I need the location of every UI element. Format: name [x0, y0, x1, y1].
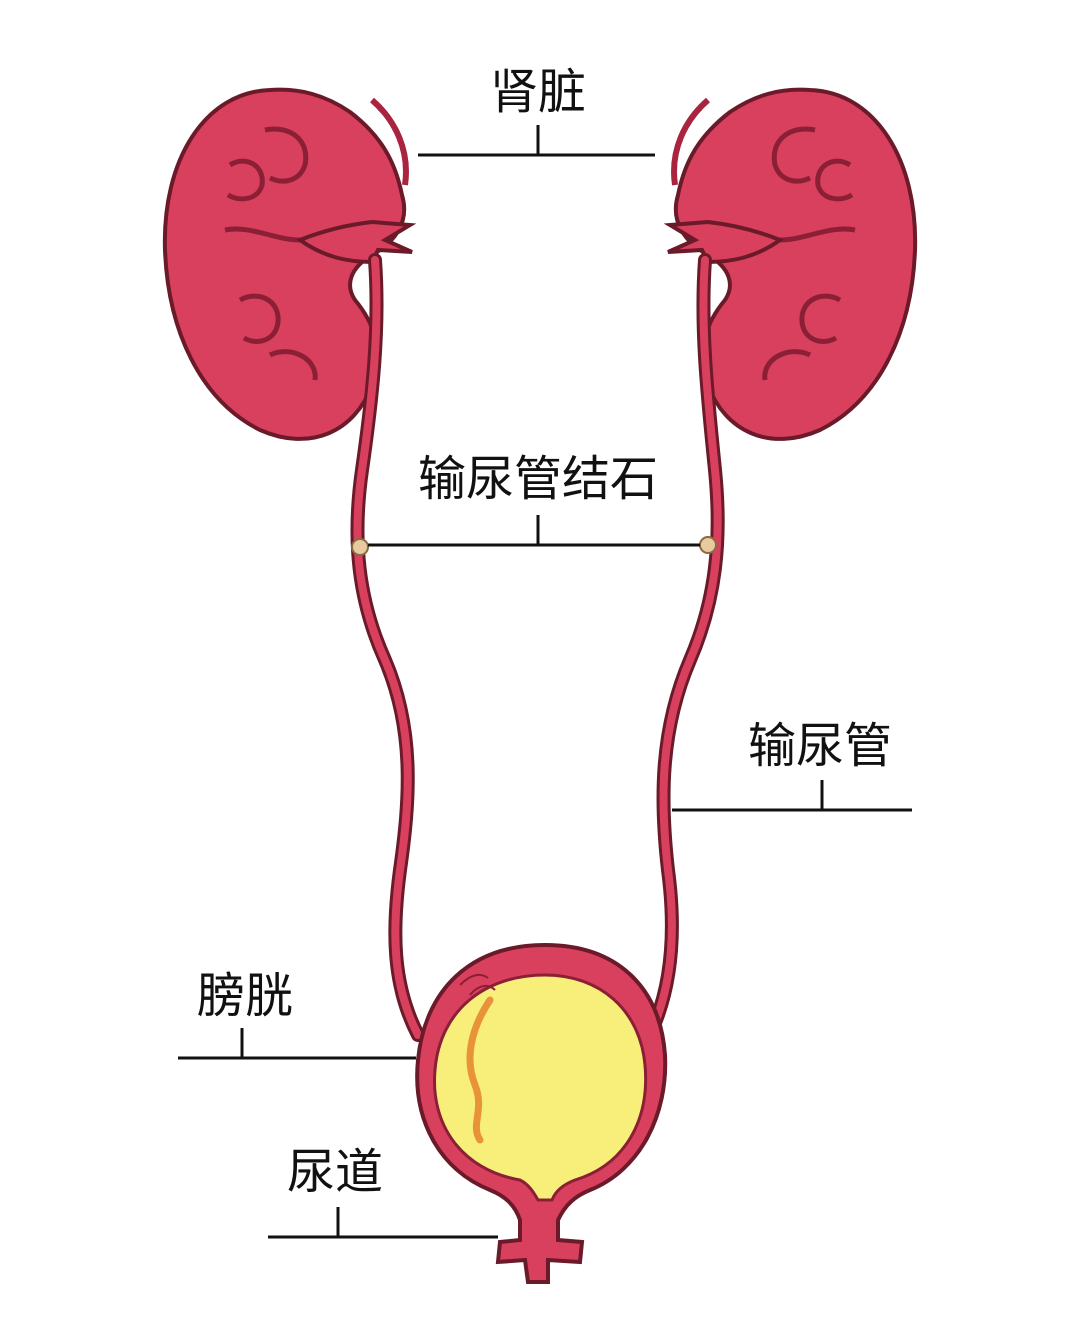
- left-kidney-calyx-2: [226, 158, 265, 202]
- kidney-leader: [418, 125, 655, 157]
- left-kidney-highlight: [370, 97, 409, 186]
- left-kidney-calyx-5: [268, 349, 318, 381]
- right-kidney-highlight: [671, 97, 710, 186]
- right-ureter-fill: [648, 256, 722, 1034]
- urethra-label: 尿道: [287, 1144, 383, 1200]
- bladder-leader: [178, 1028, 416, 1060]
- ureter-leader: [672, 780, 912, 812]
- left-ureter-stone: [351, 538, 369, 556]
- bladder-urine: [432, 973, 648, 1202]
- right-kidney-calyx-4: [799, 293, 842, 344]
- right-kidney: [663, 87, 918, 441]
- right-kidney-calyx-2: [815, 158, 854, 202]
- right-kidney-calyx-5: [762, 349, 812, 381]
- ureter-stone-label: 输尿管结石: [418, 451, 658, 507]
- left-ureter-fill: [353, 256, 422, 1039]
- left-ureter: [350, 253, 425, 1042]
- ureter-label: 输尿管: [748, 718, 892, 774]
- right-kidney-calyx-1: [771, 126, 816, 184]
- right-kidney-pelvis: [663, 219, 785, 265]
- bladder: [415, 942, 668, 1284]
- urethra-leader: [268, 1207, 498, 1239]
- left-kidney-calyx-4: [238, 293, 281, 344]
- bladder-urine-streak: [466, 996, 494, 1144]
- kidney-label: 肾脏: [490, 64, 586, 120]
- ureter-stone-leader: [368, 515, 700, 547]
- bladder-label: 膀胱: [197, 968, 293, 1024]
- left-kidney-calyx-1: [264, 126, 309, 184]
- right-ureter-stone: [699, 536, 717, 554]
- left-kidney-pelvis: [295, 219, 417, 265]
- bladder-texture: [459, 973, 496, 996]
